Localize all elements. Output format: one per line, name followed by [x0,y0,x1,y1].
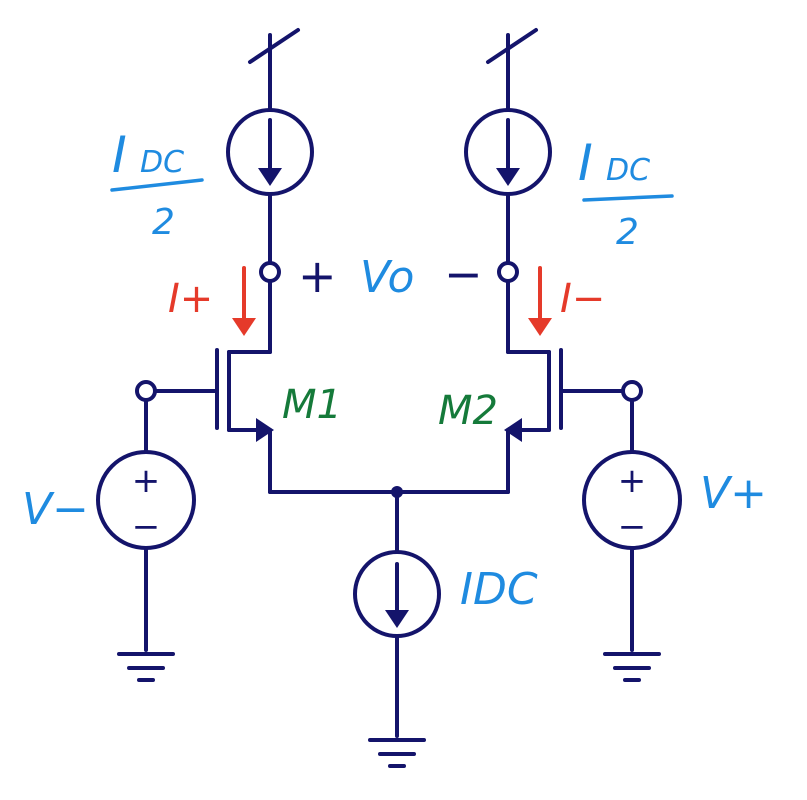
source-right-minus: − [618,507,647,547]
label-m1: M1 [282,382,342,428]
gate-node-right [621,380,643,452]
label-i-plus: I+ [168,276,213,322]
label-idc-half-right: I DC 2 [578,134,674,253]
label-v-plus: V+ [700,468,767,519]
source-right-plus: + [618,461,647,501]
label-plus-sign: + [298,249,337,303]
tail-wire [268,486,510,554]
voltage-source-right: + − [582,450,682,652]
transistor-m1 [152,279,274,494]
gate-node-left [135,380,157,452]
voltage-source-left: + − [96,450,196,652]
label-idc: IDC [460,564,538,615]
svg-text:2: 2 [152,202,175,243]
source-left-plus: + [132,461,161,501]
transistor-m2 [504,279,626,494]
label-m2: M2 [438,388,498,434]
current-arrow-left [232,266,256,336]
ground-symbol-left [117,652,175,682]
svg-text:I: I [578,134,593,192]
label-v-minus: V− [22,484,89,535]
supply-right [486,28,538,64]
current-source-right [464,60,552,264]
svg-text:DC: DC [140,145,184,180]
ground-symbol-tail [368,738,426,768]
svg-text:2: 2 [616,212,639,253]
supply-left [248,28,300,64]
ground-symbol-right [603,652,661,682]
label-idc-half-left: I DC 2 [110,126,204,243]
label-minus-sign: − [444,247,483,301]
current-source-tail [353,550,441,738]
output-node-left [259,261,281,283]
current-source-left [226,60,314,264]
output-node-right [497,261,519,283]
current-arrow-right [528,266,552,336]
svg-text:DC: DC [606,153,650,188]
source-left-minus: − [132,507,161,547]
svg-text:I: I [112,126,127,184]
label-i-minus: I− [560,276,605,322]
label-vo: Vo [360,252,414,303]
